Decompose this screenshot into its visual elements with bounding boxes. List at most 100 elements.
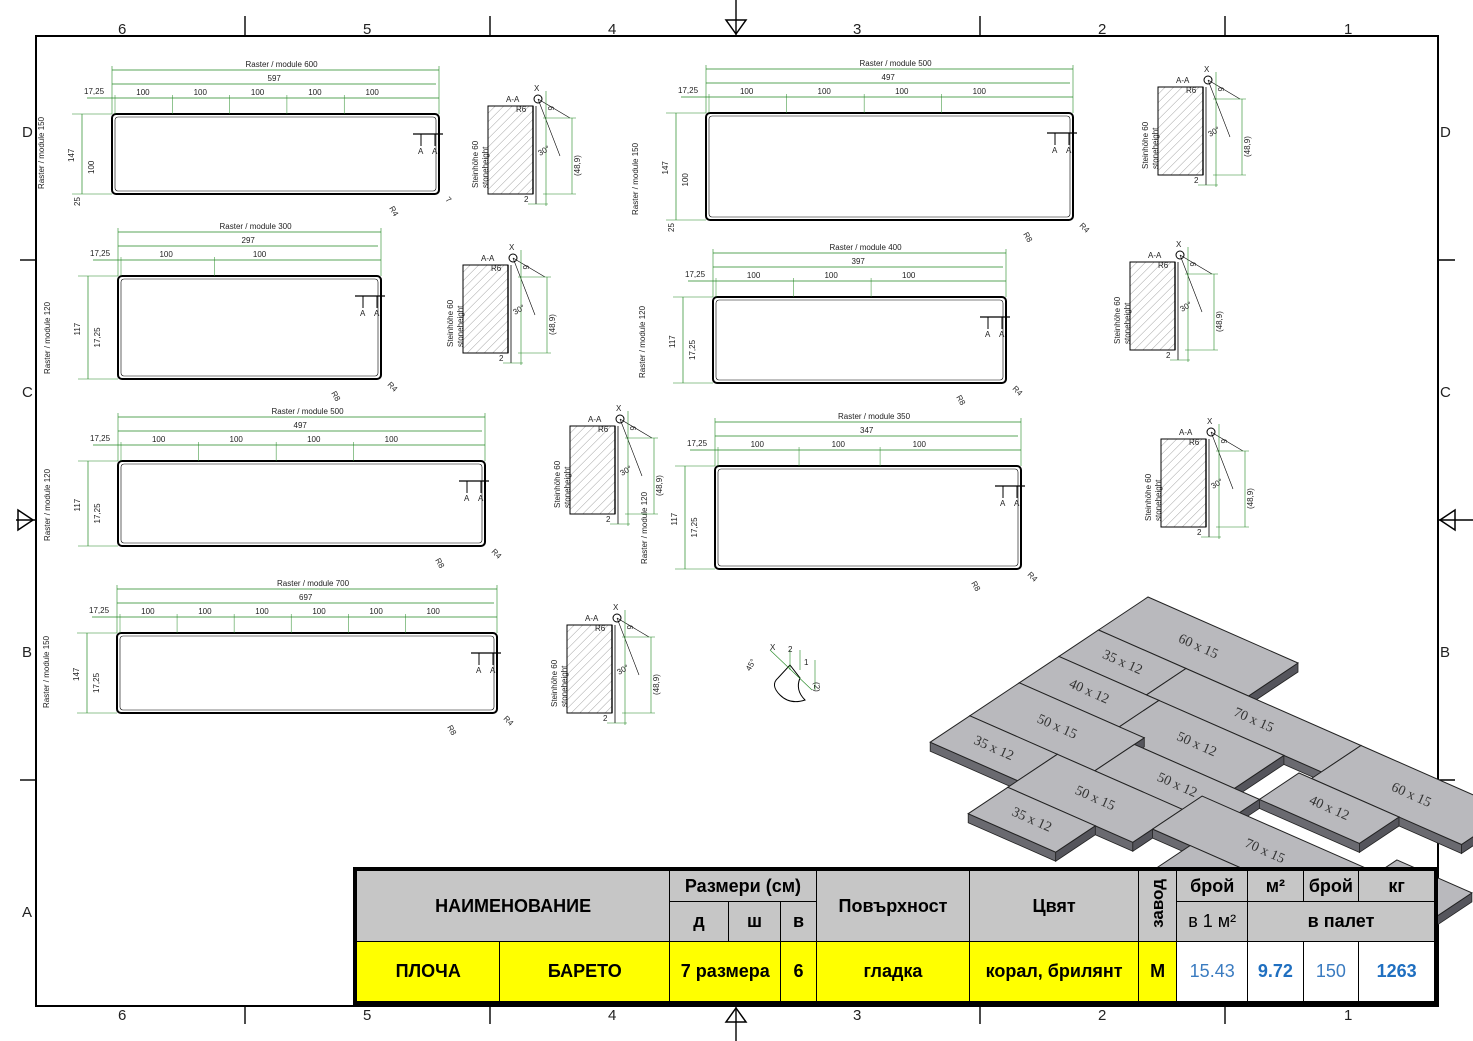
tick-label: 100 xyxy=(832,440,846,449)
section-depth-label: (48,9) xyxy=(573,155,582,176)
col-label-bottom: 4 xyxy=(608,1007,616,1024)
section-angle-label: 30° xyxy=(619,464,634,478)
sizes-value-cell: 7 размера xyxy=(669,941,782,1002)
paver-outline xyxy=(111,113,440,195)
detail-two: 2 xyxy=(788,645,793,654)
height-sub-label: 100 xyxy=(681,173,690,187)
per-m2-header: в 1 м² xyxy=(1176,901,1249,942)
height-raster-label: Raster / module 150 xyxy=(37,116,46,189)
section-cut-label: A xyxy=(1000,499,1006,508)
height-sub-label: 17,25 xyxy=(688,339,697,360)
section-depth-label: (48,9) xyxy=(655,475,664,496)
section-angle-label: 30° xyxy=(512,303,527,317)
section-radius-label: R6 xyxy=(1186,86,1197,95)
section-shape xyxy=(462,249,552,366)
radius-label: R4 xyxy=(1011,384,1025,398)
section-shape xyxy=(566,609,656,726)
offset-label: 17,25 xyxy=(90,434,111,443)
radius-label: R8 xyxy=(329,390,342,404)
tick-label: 100 xyxy=(973,87,987,96)
tick-label: 100 xyxy=(198,607,212,616)
length-header: д xyxy=(669,901,729,942)
stoneheight-label: stoneheight xyxy=(456,305,465,347)
section-angle-label: 30° xyxy=(537,144,552,158)
paver-inner-edge xyxy=(119,635,495,711)
detail-angle: 45° xyxy=(744,657,758,672)
radius-label: R4 xyxy=(502,714,516,728)
section-title: A-A xyxy=(588,415,602,424)
col-label-bottom: 3 xyxy=(853,1007,861,1024)
height-label: 117 xyxy=(73,498,82,511)
length-label: 497 xyxy=(294,421,308,430)
section-six-label: 6 xyxy=(628,426,637,431)
tick-label: 100 xyxy=(369,607,383,616)
stoneheight-label: Steinhöhe 60 xyxy=(1113,296,1122,344)
section-x-label: X xyxy=(1207,417,1213,426)
paver-outline xyxy=(117,460,486,547)
height-label: 147 xyxy=(661,161,670,175)
tick-label: 100 xyxy=(740,87,754,96)
raster-label: Raster / module 400 xyxy=(830,243,903,252)
name-header: НАИМЕНОВАНИЕ xyxy=(355,870,671,942)
col-label-top: 5 xyxy=(363,21,371,38)
tick-label: 100 xyxy=(385,435,399,444)
section-six-label: 6 xyxy=(1188,262,1197,267)
detail-one: 1 xyxy=(804,658,809,667)
tick-label: 100 xyxy=(136,88,150,97)
section-title: A-A xyxy=(506,95,520,104)
stoneheight-label: stoneheight xyxy=(1154,479,1163,521)
section-six-label: 6 xyxy=(625,625,634,630)
stoneheight-label: Steinhöhe 60 xyxy=(1141,121,1150,169)
height-label: 117 xyxy=(668,335,677,348)
radius-label: R4 xyxy=(490,547,504,561)
pallet-count-cell: 150 xyxy=(1302,941,1360,1002)
paver-inner-edge xyxy=(120,278,379,377)
section-shape xyxy=(1129,246,1219,363)
sizes-header: Размери (см) xyxy=(669,870,817,902)
count-header: брой xyxy=(1176,870,1249,902)
section-depth-label: (48,9) xyxy=(1246,488,1255,509)
paver-inner-edge xyxy=(120,463,483,544)
paver-inner-edge xyxy=(708,115,1071,218)
section-x-label: X xyxy=(1176,240,1182,249)
section-depth-label: (48,9) xyxy=(652,674,661,695)
tick-label: 100 xyxy=(747,271,761,280)
col-label-top: 4 xyxy=(608,21,616,38)
section-cut-label: A xyxy=(1014,499,1020,508)
col-label-bottom: 5 xyxy=(363,1007,371,1024)
paver-inner-edge xyxy=(717,468,1019,567)
surface-header: Повърхност xyxy=(815,870,971,942)
height-raster-label: Raster / module 120 xyxy=(640,491,649,564)
plant-header: завод xyxy=(1137,870,1178,942)
height-raster-label: Raster / module 150 xyxy=(631,142,640,215)
m2-value-cell: 9.72 xyxy=(1247,941,1304,1002)
length-label: 697 xyxy=(299,593,313,602)
height-sub-label: 100 xyxy=(87,160,96,174)
height-sub-label: 17,25 xyxy=(93,327,102,348)
paver-outline xyxy=(117,275,382,380)
tick-label: 100 xyxy=(751,440,765,449)
raster-label: Raster / module 300 xyxy=(220,222,293,231)
row-label-left: D xyxy=(22,124,33,141)
raster-label: Raster / module 500 xyxy=(860,59,933,68)
tick-label: 100 xyxy=(913,440,927,449)
height-base-label: 25 xyxy=(667,223,676,232)
col-label-top: 3 xyxy=(853,21,861,38)
col-label-bottom: 2 xyxy=(1098,1007,1106,1024)
product-cell: ПЛОЧА xyxy=(355,941,501,1002)
kg-header: кг xyxy=(1358,870,1435,902)
section-radius-label: R6 xyxy=(1158,261,1169,270)
section-radius-label: R6 xyxy=(1189,438,1200,447)
col-label-top: 1 xyxy=(1344,21,1352,38)
row-label-left: B xyxy=(22,644,32,661)
tick-label: 100 xyxy=(152,435,166,444)
offset-label: 17,25 xyxy=(90,249,111,258)
section-cut-label: A xyxy=(1052,146,1058,155)
